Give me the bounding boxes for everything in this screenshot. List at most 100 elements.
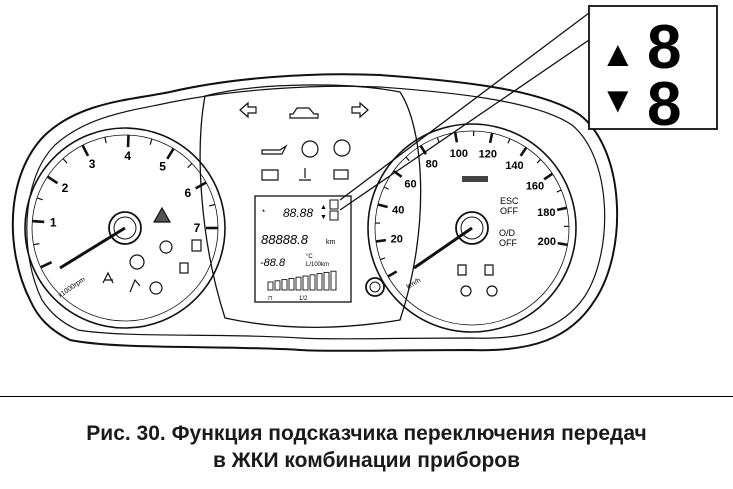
caption-line-2: в ЖКИ комбинации приборов xyxy=(212,449,521,472)
speed-tick xyxy=(536,158,542,164)
tire-pressure-icon xyxy=(159,240,173,254)
svg-text:◔: ◔ xyxy=(260,206,265,216)
speed-tick xyxy=(556,189,562,193)
speed-tick xyxy=(405,156,410,162)
lcd-fuel-label: 1/2 xyxy=(299,296,308,302)
tach-tick xyxy=(33,243,40,246)
front-fog-icon xyxy=(457,264,467,276)
speed-label-120: 120 xyxy=(479,149,497,161)
speed-tick xyxy=(488,132,494,144)
speed-indicator-bar xyxy=(462,176,488,182)
speed-tick xyxy=(380,257,386,261)
tach-tick xyxy=(81,144,90,157)
lcd-display: ◔ 88.88 ▲ ▼ 88888.8 km -88.8 °C L/100km … xyxy=(254,195,352,303)
tach-label-5: 5 xyxy=(159,160,166,174)
tach-tick xyxy=(187,163,193,169)
battery-icon xyxy=(333,169,349,180)
speed-tick xyxy=(375,238,387,243)
speed-tick xyxy=(377,203,388,209)
fuel-bar xyxy=(288,277,295,291)
speed-label-80: 80 xyxy=(426,159,438,171)
tach-label-3: 3 xyxy=(89,157,96,171)
seatbelt-icon xyxy=(129,278,141,293)
tach-warning-lamps xyxy=(102,206,202,295)
speed-tick xyxy=(507,138,511,144)
speed-tick xyxy=(556,206,568,212)
car-outline-icon xyxy=(289,107,319,119)
speed-tick xyxy=(383,186,389,190)
parking-brake-icon xyxy=(149,281,163,295)
low-beam-icon xyxy=(484,264,494,276)
speed-label-140: 140 xyxy=(505,160,523,172)
oil-pressure-icon xyxy=(261,144,288,155)
speed-label-60: 60 xyxy=(404,178,416,190)
lcd-odometer-unit: km xyxy=(326,239,336,246)
callout-leader-top xyxy=(339,12,590,201)
figure-caption: Рис. 30. Функция подсказчика переключени… xyxy=(0,420,733,474)
caption-line-1: Рис. 30. Функция подсказчика переключени… xyxy=(86,422,647,445)
shift-down-arrow: ▼ xyxy=(600,79,636,120)
tach-label-7: 7 xyxy=(194,221,201,235)
trip-reset-knob xyxy=(365,277,385,297)
speed-label-40: 40 xyxy=(392,205,404,217)
tach-unit-label: x1000rpm xyxy=(57,276,87,300)
esc-label-1: ESC xyxy=(500,196,519,206)
check-engine-icon xyxy=(261,169,279,181)
turn-right-icon xyxy=(351,101,369,119)
cluster-housing xyxy=(11,73,619,352)
speed-label-20: 20 xyxy=(391,234,403,246)
tach-tick xyxy=(209,203,216,207)
lcd-trip: -88.8 xyxy=(260,257,286,269)
shift-digit-bottom: 8 xyxy=(647,70,681,139)
speed-tick xyxy=(453,132,459,143)
svg-text:⊓: ⊓ xyxy=(268,296,273,302)
tach-needle xyxy=(59,226,126,270)
gear-shift-callout: ▲ ▼ 8 8 xyxy=(588,5,718,139)
airbag-icon xyxy=(102,271,114,284)
fuel-bar xyxy=(281,279,288,291)
fuel-bar xyxy=(323,271,330,291)
speed-tick xyxy=(519,146,528,157)
tach-label-2: 2 xyxy=(62,181,69,195)
tach-tick xyxy=(46,175,59,185)
tach-label-6: 6 xyxy=(184,186,191,200)
fuel-bar xyxy=(309,274,316,291)
tach-tick xyxy=(36,197,43,201)
tach-tick xyxy=(149,138,153,145)
fuel-bar xyxy=(316,273,323,291)
lcd-trip-unit: L/100km xyxy=(306,262,329,268)
speed-label-200: 200 xyxy=(538,236,556,248)
lcd-trip-sub: °C xyxy=(306,254,313,260)
fuel-bar xyxy=(302,275,309,291)
tach-tick xyxy=(62,158,68,164)
speed-label-180: 180 xyxy=(537,207,555,219)
fuel-bar xyxy=(267,281,274,291)
od-label-1: O/D xyxy=(499,228,516,238)
hazard-icon xyxy=(152,206,172,223)
tach-label-1: 1 xyxy=(50,216,57,230)
center-indicators xyxy=(239,101,369,181)
speed-needle xyxy=(413,226,473,270)
lcd-odometer: 88888.8 xyxy=(261,232,309,247)
speed-label-160: 160 xyxy=(526,181,544,193)
od-label-2: OFF xyxy=(499,238,517,248)
speed-tick xyxy=(387,270,398,278)
shift-digit-top: 8 xyxy=(647,13,681,82)
esc-label-2: OFF xyxy=(500,206,518,216)
fuel-gauge-bars xyxy=(267,270,337,291)
brake-icon xyxy=(129,254,145,270)
callout-leader-bottom xyxy=(339,39,590,211)
shift-up-arrow: ▲ xyxy=(600,33,636,74)
fuel-reserve-icon xyxy=(179,262,189,274)
fuel-bar xyxy=(295,276,302,291)
turn-left-icon xyxy=(239,101,257,119)
speed-label-100: 100 xyxy=(450,148,468,160)
cluster-housing-inner xyxy=(26,85,606,340)
door-open-icon xyxy=(191,239,202,252)
speed-tick xyxy=(436,137,440,143)
svg-text:▼: ▼ xyxy=(320,214,327,221)
brake-system-icon xyxy=(333,139,351,157)
